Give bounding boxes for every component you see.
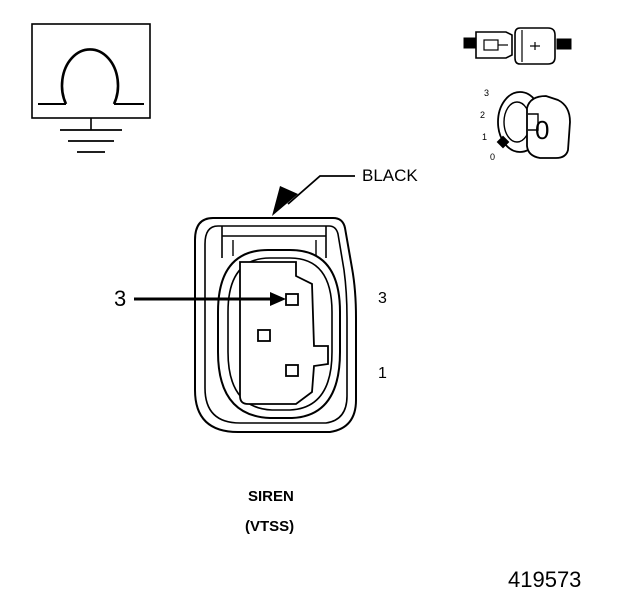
pin-label-3: 3 [378, 290, 387, 307]
connector-housing [194, 217, 357, 433]
callout-number: 3 [114, 286, 127, 311]
pin-cavity-1 [285, 364, 299, 377]
black-wire-leader [272, 175, 355, 216]
ohmmeter-ground-icon [31, 23, 151, 153]
figure-id: 419573 [508, 567, 582, 592]
wire-color-label: BLACK [362, 166, 418, 185]
component-code: (VTSS) [245, 518, 295, 535]
key-position-label-3: 3 [484, 88, 490, 98]
pin-label-1: 1 [378, 365, 387, 382]
pin-callout-arrow [134, 292, 286, 306]
pin-cavity-3 [285, 293, 299, 306]
key-symbol: 0 [535, 115, 550, 145]
pin-cavity-middle [257, 329, 271, 342]
terminal-face [239, 261, 329, 405]
key-position-label-0: 0 [490, 152, 496, 162]
ignition-key-icon [496, 91, 571, 159]
key-position-label-1: 1 [482, 132, 488, 142]
component-name: SIREN [248, 488, 294, 505]
key-position-label-2: 2 [480, 110, 486, 120]
connector-disconnect-icon [463, 27, 572, 65]
